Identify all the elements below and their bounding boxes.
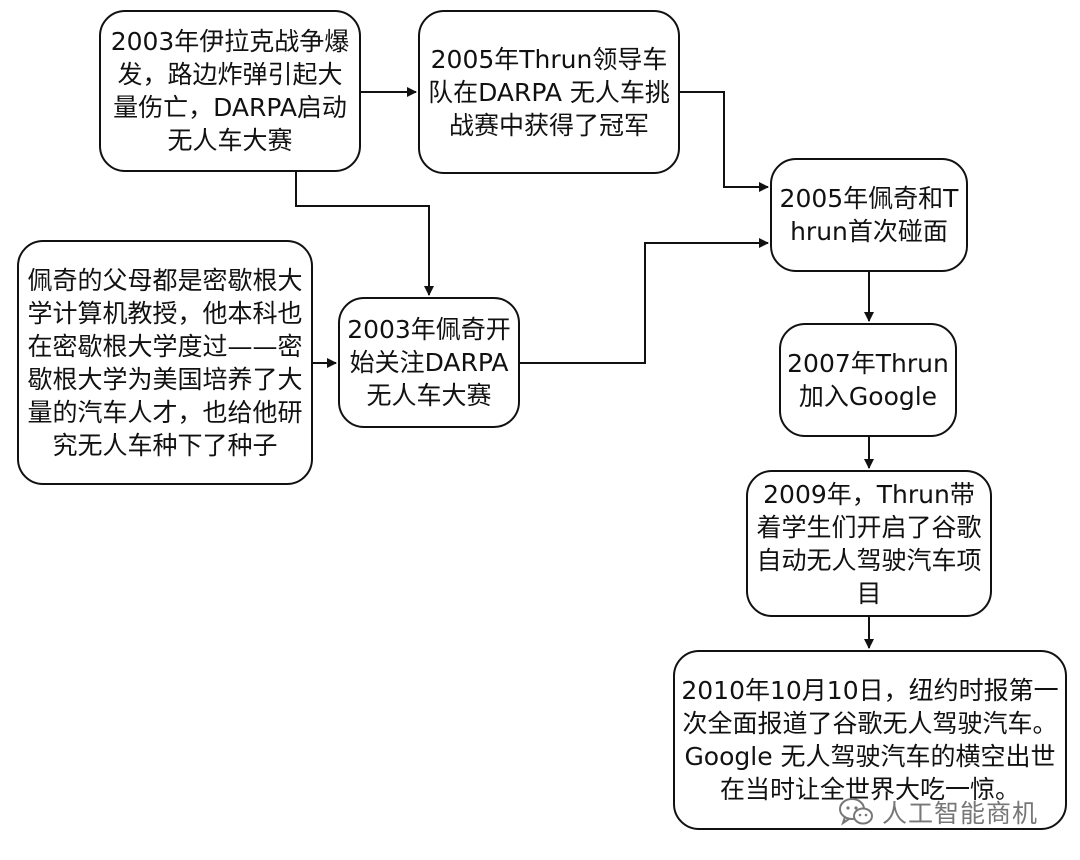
- node-2009-google-self-driving-project: 2009年，Thrun带着学生们开启了谷歌自动无人驾驶汽车项目: [746, 470, 992, 617]
- node-text: 2005年佩奇和Thrun首次碰面: [779, 184, 959, 246]
- node-text: 2007年Thrun加入Google: [787, 349, 949, 411]
- node-text: 2005年Thrun领导车队在DARPA 无人车挑战赛中获得了冠军: [428, 44, 670, 140]
- wechat-icon: [839, 798, 873, 826]
- node-2003-page-follows-darpa: 2003年佩奇开始关注DARPA无人车大赛: [338, 297, 520, 428]
- node-text: 2003年佩奇开始关注DARPA无人车大赛: [347, 315, 511, 410]
- node-page-michigan-background: 佩奇的父母都是密歇根大学计算机教授，他本科也在密歇根大学度过——密歇根大学为美国…: [17, 240, 313, 485]
- watermark-text: 人工智能商机: [882, 799, 1039, 828]
- node-2007-thrun-joins-google: 2007年Thrun加入Google: [779, 323, 957, 437]
- connector-n2-to-n3: [680, 91, 769, 192]
- connector-n1-to-n5: [295, 172, 434, 296]
- connector-n5-to-n3: [520, 238, 769, 364]
- watermark: 人工智能商机: [838, 794, 1038, 830]
- node-text: 2003年伊拉克战争爆发，路边炸弹引起大量伤亡，DARPA启动无人车大赛: [110, 27, 350, 155]
- node-text: 佩奇的父母都是密歇根大学计算机教授，他本科也在密歇根大学度过——密歇根大学为美国…: [27, 265, 303, 460]
- node-2005-thrun-wins-darpa: 2005年Thrun领导车队在DARPA 无人车挑战赛中获得了冠军: [418, 10, 680, 174]
- node-2005-page-meets-thrun: 2005年佩奇和Thrun首次碰面: [770, 158, 968, 272]
- node-2003-darpa-challenge-launch: 2003年伊拉克战争爆发，路边炸弹引起大量伤亡，DARPA启动无人车大赛: [99, 10, 361, 172]
- node-text: 2010年10月10日，纽约时报第一次全面报道了谷歌无人驾驶汽车。Google …: [681, 676, 1059, 804]
- node-text: 2009年，Thrun带着学生们开启了谷歌自动无人驾驶汽车项目: [756, 479, 982, 608]
- node-2010-nyt-report: 2010年10月10日，纽约时报第一次全面报道了谷歌无人驾驶汽车。Google …: [673, 650, 1067, 830]
